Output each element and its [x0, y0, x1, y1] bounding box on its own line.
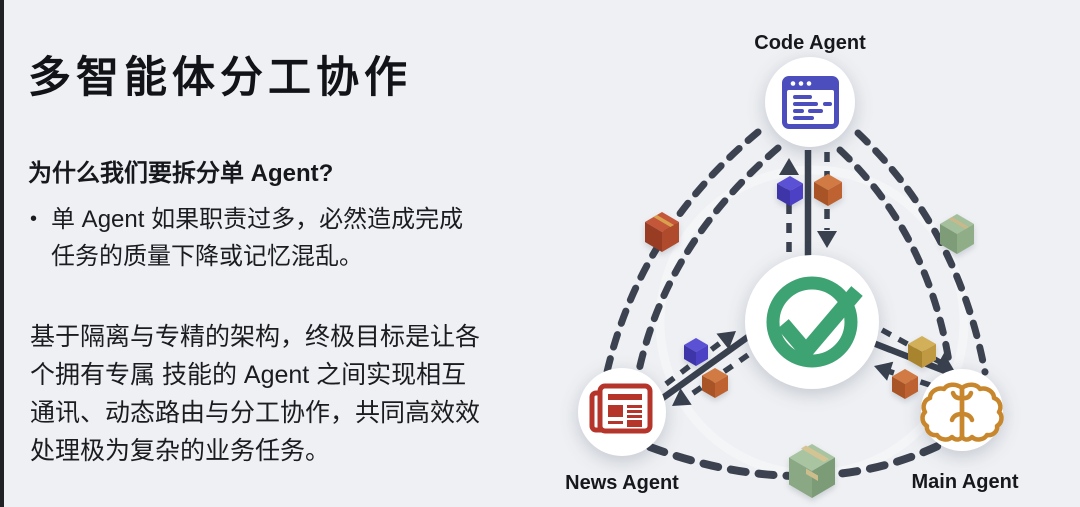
check-circle-icon: [766, 276, 863, 368]
package-cube-blue: [777, 176, 803, 206]
arrow-to-center-icon: [716, 331, 736, 350]
news-agent-label: News Agent: [565, 472, 679, 494]
node-code-agent: [765, 57, 855, 147]
connector-news-center: [651, 331, 754, 408]
package-cube-blue: [684, 338, 708, 366]
arrow-to-main-icon: [934, 353, 954, 371]
slide-edge-strip: [0, 0, 4, 507]
arrow-down-icon: [817, 231, 837, 248]
arrow-up-icon: [779, 158, 799, 175]
agent-collaboration-diagram: Code Agent News Agent: [565, 32, 1019, 498]
page-title: 多智能体分工协作: [28, 53, 412, 102]
body-paragraph: 基于隔离与专精的架构，终极目标是让各个拥有专属 技能的 Agent 之间实现相互…: [30, 323, 481, 465]
package-cube-tan: [908, 336, 936, 368]
package-cube-orange: [702, 368, 728, 398]
newspaper-icon: [589, 383, 653, 434]
package-cube-green: [940, 214, 974, 254]
bullet-marker: •: [30, 208, 38, 230]
package-cube-green-large: [789, 444, 835, 498]
arrow-to-news-icon: [672, 388, 692, 406]
code-window-icon: [782, 76, 839, 129]
bullet-text: 单 Agent 如果职责过多，必然造成完成任务的质量下降或记忆混乱。: [51, 206, 464, 270]
connector-code-news: [603, 128, 782, 379]
bullet-item: • 单 Agent 如果职责过多，必然造成完成任务的质量下降或记忆混乱。: [30, 201, 490, 275]
package-cube-red: [645, 212, 679, 252]
connector-code-main: [836, 129, 989, 376]
code-agent-label: Code Agent: [754, 32, 866, 54]
package-cube-orange: [892, 369, 918, 399]
arrow-to-center-icon: [874, 361, 894, 381]
question-heading: 为什么我们要拆分单 Agent?: [28, 160, 334, 187]
node-news-agent: [578, 368, 666, 456]
brain-icon: [920, 382, 1004, 442]
node-main-agent: [920, 369, 1004, 451]
node-center-check: [745, 255, 879, 389]
main-agent-label: Main Agent: [911, 471, 1018, 493]
package-cube-orange: [814, 174, 842, 206]
